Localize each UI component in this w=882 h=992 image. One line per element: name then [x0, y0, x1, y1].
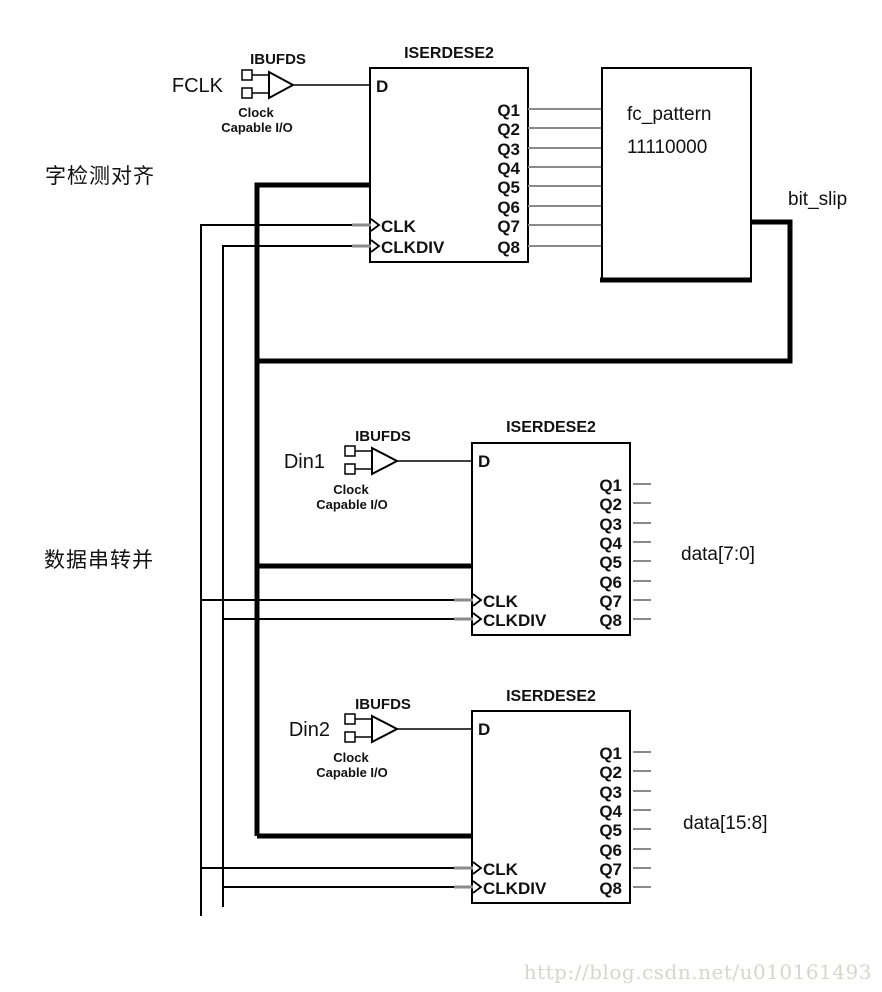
ibufds-label: IBUFDS — [355, 428, 411, 445]
diff-pad-p-icon — [344, 445, 356, 457]
bitslip-signal-label: bit_slip — [788, 189, 847, 210]
iserdes2-q5-label: Q5 — [599, 553, 622, 572]
iserdes3-body — [471, 710, 631, 904]
fc-pattern-value: 11110000 — [627, 137, 707, 158]
clkdiv-edge-chevron-icon — [370, 239, 381, 253]
iserdes3-q7-label: Q7 — [599, 860, 622, 879]
iserdes2-block: ISERDESE2 D Q1 Q2 Q3 Q4 Q5 Q6 Q7 Q8 CLK — [454, 419, 651, 636]
iserdes2-title: ISERDESE2 — [506, 419, 596, 436]
iserdes1-q-wires — [528, 108, 602, 247]
data-7-0-bus-label: data[7:0] — [681, 544, 755, 565]
iserdes3-clk-label: CLK — [483, 860, 519, 879]
clk-edge-chevron-icon — [472, 593, 483, 607]
iserdes2-clkdiv-label: CLKDIV — [483, 611, 547, 630]
iserdes2-body — [471, 442, 631, 636]
din2-signal-label: Din2 — [289, 719, 330, 741]
buffer-triangle-icon — [268, 70, 296, 100]
iserdes1-clk-label: CLK — [381, 217, 417, 236]
iserdes1-q4-label: Q4 — [497, 159, 520, 178]
iserdes3-q4-label: Q4 — [599, 802, 622, 821]
buffer-triangle-icon — [371, 446, 400, 476]
diff-pad-n-icon — [344, 463, 356, 475]
iserdes3-clkdiv-label: CLKDIV — [483, 879, 547, 898]
iserdes1-q1-label: Q1 — [497, 101, 520, 120]
iserdes3-q8-label: Q8 — [599, 879, 622, 898]
iserdes1-port-d-label: D — [376, 77, 388, 96]
diff-pad-n-icon — [344, 731, 356, 743]
iserdes3-q3-label: Q3 — [599, 783, 622, 802]
fc-pattern-title: fc_pattern — [627, 104, 712, 125]
iserdes2-port-d-label: D — [478, 452, 490, 471]
iserdes1-q2-label: Q2 — [497, 120, 520, 139]
iserdes2-q6-label: Q6 — [599, 573, 622, 592]
diff-pad-p-icon — [344, 713, 356, 725]
clock-capable-caption-line1: Clock — [333, 482, 369, 497]
iserdes2-q-labels: Q1 Q2 Q3 Q4 Q5 Q6 Q7 Q8 — [599, 476, 622, 630]
iserdes1-q5-label: Q5 — [497, 178, 520, 197]
bitslip-feedback-wire — [254, 182, 793, 364]
section-label-word-alignment: 字检测对齐 — [45, 165, 155, 188]
iserdes2-q2-label: Q2 — [599, 495, 622, 514]
iserdes3-port-d-label: D — [478, 720, 490, 739]
ibufds-fclk: FCLK IBUFDS Clock Capable I/O — [172, 51, 370, 135]
iserdes3-q-labels: Q1 Q2 Q3 Q4 Q5 Q6 Q7 Q8 — [599, 744, 622, 898]
clk-edge-chevron-icon — [472, 861, 483, 875]
iserdes2-q-stubs — [633, 483, 651, 620]
fc-pattern-body — [601, 67, 752, 281]
iserdes1-q8-label: Q8 — [497, 238, 520, 257]
iserdes3-q-stubs — [633, 751, 651, 888]
iserdes3-q6-label: Q6 — [599, 841, 622, 860]
data-15-8-bus-label: data[15:8] — [683, 813, 768, 834]
iserdes2-clk-label: CLK — [483, 592, 519, 611]
din1-signal-label: Din1 — [284, 451, 325, 473]
iserdes1-block: ISERDESE2 D Q1 Q2 Q3 Q4 Q5 Q6 Q7 Q8 CL — [352, 45, 602, 263]
bitslip-routing — [254, 182, 793, 839]
ibufds-din2: Din2 IBUFDS Clock Capable I/O — [289, 696, 472, 780]
iserdes1-q6-label: Q6 — [497, 198, 520, 217]
clock-capable-caption-line2: Capable I/O — [221, 120, 293, 135]
diff-pad-p-icon — [241, 69, 253, 81]
iserdes1-q3-label: Q3 — [497, 140, 520, 159]
iserdes3-q2-label: Q2 — [599, 763, 622, 782]
iserdes2-q4-label: Q4 — [599, 534, 622, 553]
iserdes3-title: ISERDESE2 — [506, 688, 596, 705]
clk-edge-chevron-icon — [370, 218, 381, 232]
clkdiv-edge-chevron-icon — [472, 612, 483, 626]
iserdes1-q-labels: Q1 Q2 Q3 Q4 Q5 Q6 Q7 Q8 — [497, 101, 520, 257]
clock-capable-caption-line1: Clock — [333, 750, 369, 765]
section-label-serial-to-parallel: 数据串转并 — [44, 549, 154, 572]
iserdes1-body — [369, 67, 529, 263]
clock-capable-caption-line1: Clock — [238, 105, 274, 120]
watermark-text: http://blog.csdn.net/u010161493 — [524, 960, 872, 984]
fclk-signal-label: FCLK — [172, 75, 224, 97]
iserdes1-clkdiv-label: CLKDIV — [381, 238, 445, 257]
iserdes2-q8-label: Q8 — [599, 611, 622, 630]
iserdes1-title: ISERDESE2 — [404, 45, 494, 62]
clock-capable-caption-line2: Capable I/O — [316, 765, 388, 780]
iserdes3-block: ISERDESE2 D Q1 Q2 Q3 Q4 Q5 Q6 Q7 Q8 CLK — [454, 688, 651, 904]
clk-distribution-wire — [200, 224, 370, 916]
diff-pad-n-icon — [241, 87, 253, 99]
clock-capable-caption-line2: Capable I/O — [316, 497, 388, 512]
clock-routing — [200, 224, 472, 916]
ibufds-din1: Din1 IBUFDS Clock Capable I/O — [284, 428, 472, 512]
ibufds-label: IBUFDS — [355, 696, 411, 713]
clkdiv-distribution-wire — [222, 245, 370, 907]
iserdes2-q3-label: Q3 — [599, 515, 622, 534]
ibufds-label: IBUFDS — [250, 51, 306, 68]
iserdes2-q7-label: Q7 — [599, 592, 622, 611]
iserdes3-q1-label: Q1 — [599, 744, 622, 763]
buffer-triangle-icon — [371, 714, 400, 744]
iserdes1-q7-label: Q7 — [497, 217, 520, 236]
clkdiv-edge-chevron-icon — [472, 880, 483, 894]
iserdes2-q1-label: Q1 — [599, 476, 622, 495]
iserdes3-q5-label: Q5 — [599, 821, 622, 840]
fc-pattern-block: fc_pattern 11110000 — [600, 67, 752, 283]
